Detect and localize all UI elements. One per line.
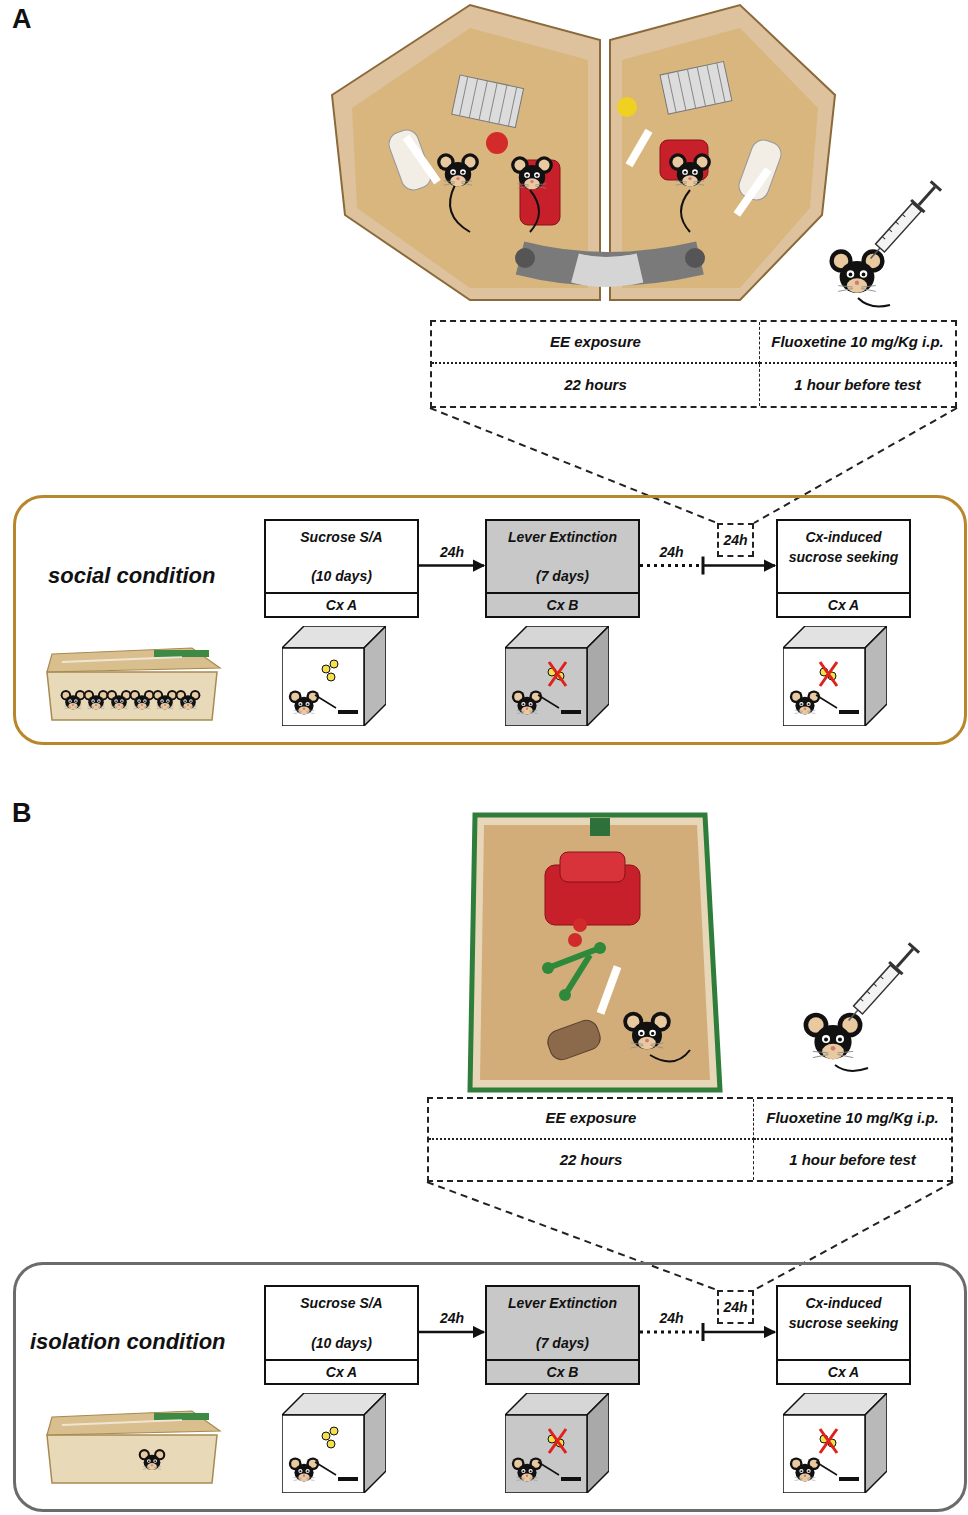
edge-connector [419,565,484,566]
time-box: 24h [717,1290,754,1324]
panel-letter: A [12,4,32,35]
step-text: (7 days) [536,566,589,586]
context-row: Cx B [487,1359,638,1383]
table-text: Fluoxetine 10 mg/Kg i.p. [771,332,944,352]
table-cell: 1 hour before test [760,364,955,406]
dotted-line [640,564,703,567]
context-row: Cx A [778,592,909,616]
step-box: Lever Extinction (7 days) Cx B [485,519,640,618]
time-label: 24h [723,1299,747,1315]
context-text: Cx A [326,597,357,613]
edge-label: 24h [440,544,464,560]
step-box: Lever Extinction (7 days) Cx B [485,1285,640,1385]
table-text: 1 hour before test [794,375,921,395]
table-cell: EE exposure [432,322,760,364]
context-row: Cx B [487,592,638,616]
step-text: Lever Extinction [508,527,617,547]
context-text: Cx A [828,597,859,613]
arrow-line [703,1331,775,1334]
table-cell: 22 hours [432,364,760,406]
edge-connector [430,408,957,523]
step-text: (7 days) [536,1333,589,1353]
arrow-line [419,1331,484,1334]
context-row: Cx A [266,1359,417,1383]
panel-letter: B [12,798,32,829]
condition-title: isolation condition [30,1329,226,1355]
step-text: Cx-induced sucrose seeking [782,527,905,568]
step-body: Lever Extinction (7 days) [487,521,638,592]
step-body: Cx-induced sucrose seeking [778,1287,909,1359]
step-body: Sucrose S/A (10 days) [266,1287,417,1359]
time-label: 24h [723,532,747,548]
step-box: Sucrose S/A (10 days) Cx A [264,519,419,618]
table-cell: 22 hours [429,1140,754,1181]
dashed-leader [430,408,957,523]
step-body: Sucrose S/A (10 days) [266,521,417,592]
edge-connector [419,1332,484,1333]
edge-label: 24h [660,1310,684,1326]
step-body: Lever Extinction (7 days) [487,1287,638,1359]
time-box: 24h [717,523,754,557]
context-row: Cx A [266,592,417,616]
table-text: EE exposure [546,1108,637,1128]
dashed-leader [427,1182,953,1290]
dashed-table: EE exposure Fluoxetine 10 mg/Kg i.p. 22 ho… [427,1097,953,1182]
table-cell: Fluoxetine 10 mg/Kg i.p. [760,322,955,364]
table-text: EE exposure [550,332,641,352]
edge-label: 24h [660,544,684,560]
edge-label: 24h [440,1310,464,1326]
step-text: Sucrose S/A [300,1293,382,1313]
context-text: Cx A [828,1364,859,1380]
table-cell: 1 hour before test [754,1140,951,1181]
context-text: Cx A [326,1364,357,1380]
step-box: Cx-induced sucrose seeking Cx A [776,519,911,618]
table-text: 1 hour before test [789,1150,916,1170]
context-text: Cx B [547,1364,579,1380]
edge-connector [427,1182,953,1290]
table-cell: Fluoxetine 10 mg/Kg i.p. [754,1099,951,1140]
table-cell: EE exposure [429,1099,754,1140]
step-text: (10 days) [311,1333,372,1353]
context-text: Cx B [547,597,579,613]
arrow-line [703,564,775,567]
context-row: Cx A [778,1359,909,1383]
condition-panel: social condition Sucrose S/A (10 days) Cx A… [13,495,967,745]
step-text: Cx-induced sucrose seeking [782,1293,905,1334]
step-text: Sucrose S/A [300,527,382,547]
step-box: Cx-induced sucrose seeking Cx A [776,1285,911,1385]
step-body: Cx-induced sucrose seeking [778,521,909,592]
table-text: 22 hours [560,1150,623,1170]
dashed-table: EE exposure Fluoxetine 10 mg/Kg i.p. 22 ho… [430,320,957,408]
condition-title: social condition [48,563,215,589]
dotted-line [640,1331,703,1334]
step-box: Sucrose S/A (10 days) Cx A [264,1285,419,1385]
step-text: Lever Extinction [508,1293,617,1313]
arrow-line [419,564,484,567]
table-text: Fluoxetine 10 mg/Kg i.p. [766,1108,939,1128]
condition-panel: isolation condition Sucrose S/A (10 days) C… [13,1262,967,1512]
step-text: (10 days) [311,566,372,586]
table-text: 22 hours [564,375,627,395]
